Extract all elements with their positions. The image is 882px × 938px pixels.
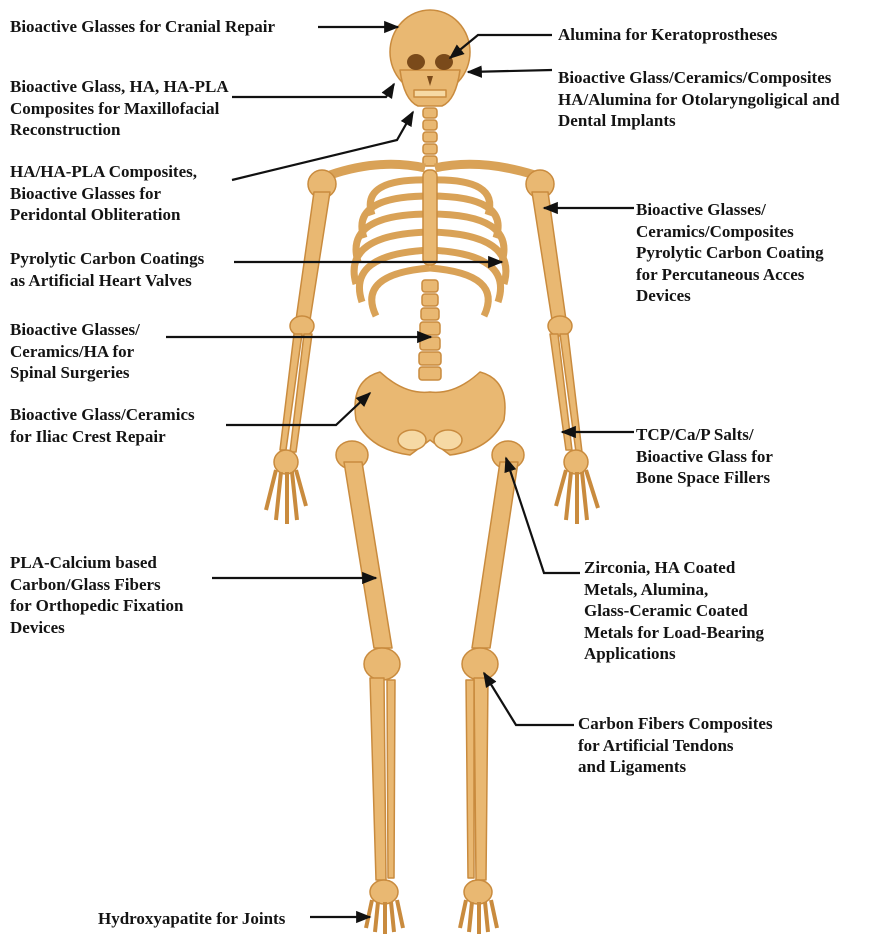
left-knee bbox=[364, 648, 400, 680]
pelvis bbox=[355, 372, 505, 455]
left-obturator bbox=[398, 430, 426, 450]
label-orthopedic: PLA-Calcium based Carbon/Glass Fibers fo… bbox=[10, 552, 183, 638]
left-clavicle bbox=[330, 164, 425, 175]
label-percutaneous: Bioactive Glasses/ Ceramics/Composites P… bbox=[636, 199, 824, 307]
label-joints: Hydroxyapatite for Joints bbox=[98, 908, 285, 930]
label-otolaryngological: Bioactive Glass/Ceramics/Composites HA/A… bbox=[558, 67, 840, 132]
label-load-bearing: Zirconia, HA Coated Metals, Alumina, Gla… bbox=[584, 557, 764, 665]
right-humerus bbox=[532, 192, 566, 320]
left-foot bbox=[366, 880, 403, 934]
right-femur bbox=[472, 462, 518, 648]
right-foot bbox=[460, 880, 497, 934]
label-iliac: Bioactive Glass/Ceramics for Iliac Crest… bbox=[10, 404, 195, 447]
teeth bbox=[414, 90, 446, 97]
left-tibia bbox=[370, 678, 386, 880]
right-clavicle bbox=[435, 164, 535, 175]
right-obturator bbox=[434, 430, 462, 450]
jaw bbox=[400, 70, 460, 106]
right-hand bbox=[556, 450, 598, 524]
arrow-maxillofacial bbox=[232, 84, 394, 97]
label-heart-valves: Pyrolytic Carbon Coatings as Artificial … bbox=[10, 248, 204, 291]
left-humerus bbox=[296, 192, 330, 320]
label-cranial-repair: Bioactive Glasses for Cranial Repair bbox=[10, 16, 275, 38]
arrow-tendons bbox=[484, 673, 574, 725]
right-fibula bbox=[466, 680, 474, 878]
right-elbow bbox=[548, 316, 572, 336]
sternum bbox=[423, 170, 437, 265]
label-peridontal: HA/HA-PLA Composites, Bioactive Glasses … bbox=[10, 161, 197, 226]
label-spinal: Bioactive Glasses/ Ceramics/HA for Spina… bbox=[10, 319, 140, 384]
label-keratoprostheses: Alumina for Keratoprostheses bbox=[558, 24, 777, 46]
label-maxillofacial: Bioactive Glass, HA, HA-PLA Composites f… bbox=[10, 76, 229, 141]
arrow-otolaryngo bbox=[468, 70, 552, 72]
left-femur bbox=[344, 462, 392, 648]
left-fibula bbox=[387, 680, 395, 878]
left-eye-socket bbox=[407, 54, 425, 70]
label-tendons: Carbon Fibers Composites for Artificial … bbox=[578, 713, 773, 778]
left-hand bbox=[266, 450, 306, 524]
right-knee bbox=[462, 648, 498, 680]
left-elbow bbox=[290, 316, 314, 336]
right-tibia bbox=[474, 678, 488, 880]
label-bone-fillers: TCP/Ca/P Salts/ Bioactive Glass for Bone… bbox=[636, 424, 773, 489]
